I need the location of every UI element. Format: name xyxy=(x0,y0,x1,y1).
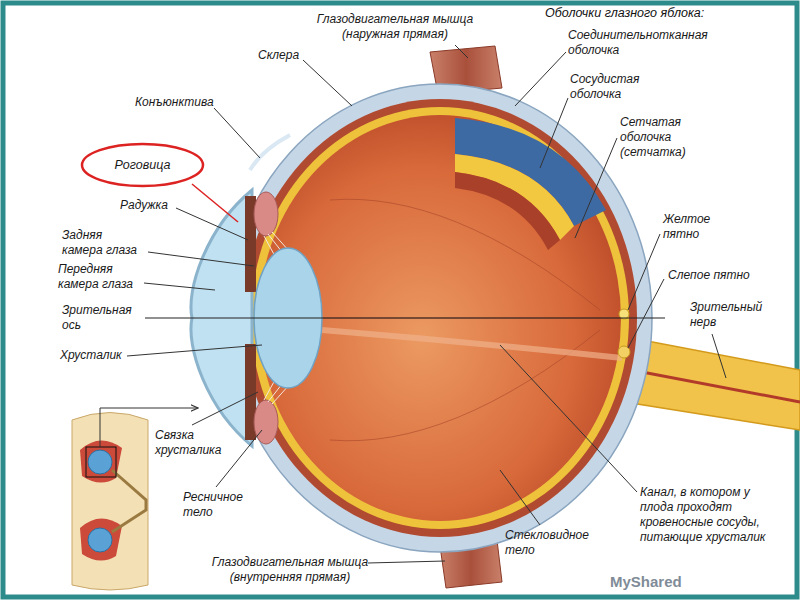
muscle-label: Глазодвигательная мышца (внутренняя прям… xyxy=(190,555,390,585)
part-label: Передняя камера глаза xyxy=(58,262,142,292)
watermark: MyShared xyxy=(610,574,710,589)
part-label: Хрусталик xyxy=(60,348,130,363)
part-label: Склера xyxy=(258,48,318,63)
cutaway-choroid xyxy=(455,172,560,250)
axis-label: Зрительная ось xyxy=(62,303,140,333)
callout-leader xyxy=(192,184,238,222)
part-label: Желтое пятно xyxy=(663,212,719,242)
part-label: Соединительнотканная оболочка xyxy=(568,28,718,58)
callout-ellipse: Роговица xyxy=(80,142,205,188)
muscle-label: Глазодвигательная мышца (наружная прямая… xyxy=(310,12,480,42)
part-label: Зрительный нерв xyxy=(690,300,772,330)
vessel xyxy=(330,199,600,310)
callout-text: Роговица xyxy=(115,158,171,172)
part-label: Сетчатая оболочка (сетчатка) xyxy=(620,115,698,160)
leader-lines xyxy=(127,45,726,563)
frame xyxy=(3,3,797,597)
part-label: Радужка xyxy=(120,198,180,213)
vessel xyxy=(330,330,600,441)
part-label: Слепое пятно xyxy=(668,268,778,283)
part-label: Ресничное тело xyxy=(183,490,255,520)
part-label: Конъюнктива xyxy=(135,95,215,110)
part-label: Канал, в котором у плода проходят кровен… xyxy=(640,485,768,545)
part-label: Задняя камера глаза xyxy=(62,228,146,258)
part-label: Сосудистая оболочка xyxy=(570,72,650,102)
group-heading: Оболочки глазного яблока: xyxy=(545,6,775,21)
conjunctiva xyxy=(250,135,290,170)
ciliary-body xyxy=(254,192,278,236)
optical-axis xyxy=(145,318,665,319)
part-label: Стекловидное тело xyxy=(505,528,597,558)
part-label: Связка хрусталика xyxy=(155,428,233,458)
ciliary-body xyxy=(254,400,278,444)
hyaloid-canal xyxy=(322,330,622,358)
